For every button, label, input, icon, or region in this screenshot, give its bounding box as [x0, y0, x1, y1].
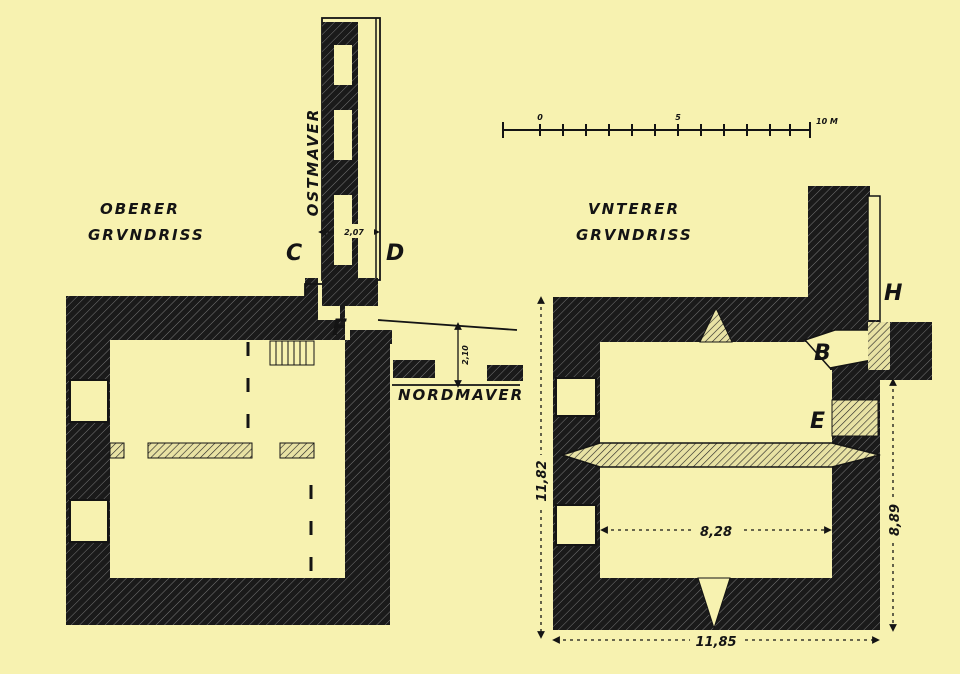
scale-tick-10: 10 M — [816, 117, 838, 126]
lower-plan-title-line2: GRVNDRISS — [576, 226, 693, 244]
dim-bg-inner — [692, 522, 740, 538]
point-e-label: E — [810, 409, 825, 434]
upper-wall-cap — [350, 330, 392, 344]
east-wall-dim-bg — [334, 224, 374, 238]
north-wall-block-1 — [393, 360, 435, 378]
dim-bg-right — [883, 500, 905, 540]
north-wall-block-2 — [487, 365, 523, 381]
upper-dashed-lines — [246, 342, 313, 578]
lower-beam — [559, 442, 881, 468]
upper-window-2 — [69, 499, 109, 543]
lower-height-right-value: 8,89 — [888, 504, 903, 536]
lower-plan-title-line1: VNTERER — [588, 200, 680, 218]
scale-bar — [502, 122, 811, 138]
lower-triangle-bottom — [697, 577, 731, 630]
east-wall-width-value: 2,07 — [344, 228, 364, 237]
upper-window-1 — [69, 379, 109, 423]
point-c-label: C — [286, 241, 302, 266]
upper-stairs — [269, 340, 315, 366]
lower-passage-fill — [868, 322, 890, 370]
lower-window-1 — [555, 377, 597, 417]
north-gap-value: 2,10 — [461, 345, 470, 365]
point-d-label: D — [386, 241, 404, 266]
dim-bg-outer — [690, 633, 742, 649]
lower-tower-edge — [867, 195, 881, 325]
lower-window-2 — [555, 504, 597, 546]
east-wall-label: OSTMAVER — [304, 108, 322, 217]
point-b-label: B — [814, 341, 831, 366]
lower-height-left-value: 11,82 — [535, 460, 550, 501]
upper-plan-title-line2: GRVNDRISS — [88, 226, 205, 244]
point-h-label: H — [884, 281, 902, 306]
dim-bg-left — [530, 455, 552, 507]
upper-east-wall-segment — [345, 340, 390, 550]
upper-plan: 2,10 2,07 — [66, 17, 523, 625]
lower-inner-width-value: 8,28 — [700, 525, 732, 540]
lower-triangle-top — [699, 306, 733, 343]
upper-plan-title-line1: OBERER — [100, 200, 180, 218]
east-wall-strip — [321, 17, 381, 306]
scale-tick-0: 0 — [537, 113, 543, 122]
lower-outer-width-value: 11,85 — [695, 635, 736, 650]
upper-beams — [109, 442, 315, 459]
scale-tick-5: 5 — [675, 113, 681, 122]
point-f-label: F — [332, 316, 347, 341]
north-wall-label: NORDMAVER — [398, 386, 524, 404]
lower-tower-wall — [808, 186, 870, 324]
lower-opening-e — [831, 399, 879, 437]
lower-plan: 11,82 8,89 8,28 11,85 — [530, 186, 932, 650]
upper-room — [110, 340, 345, 578]
